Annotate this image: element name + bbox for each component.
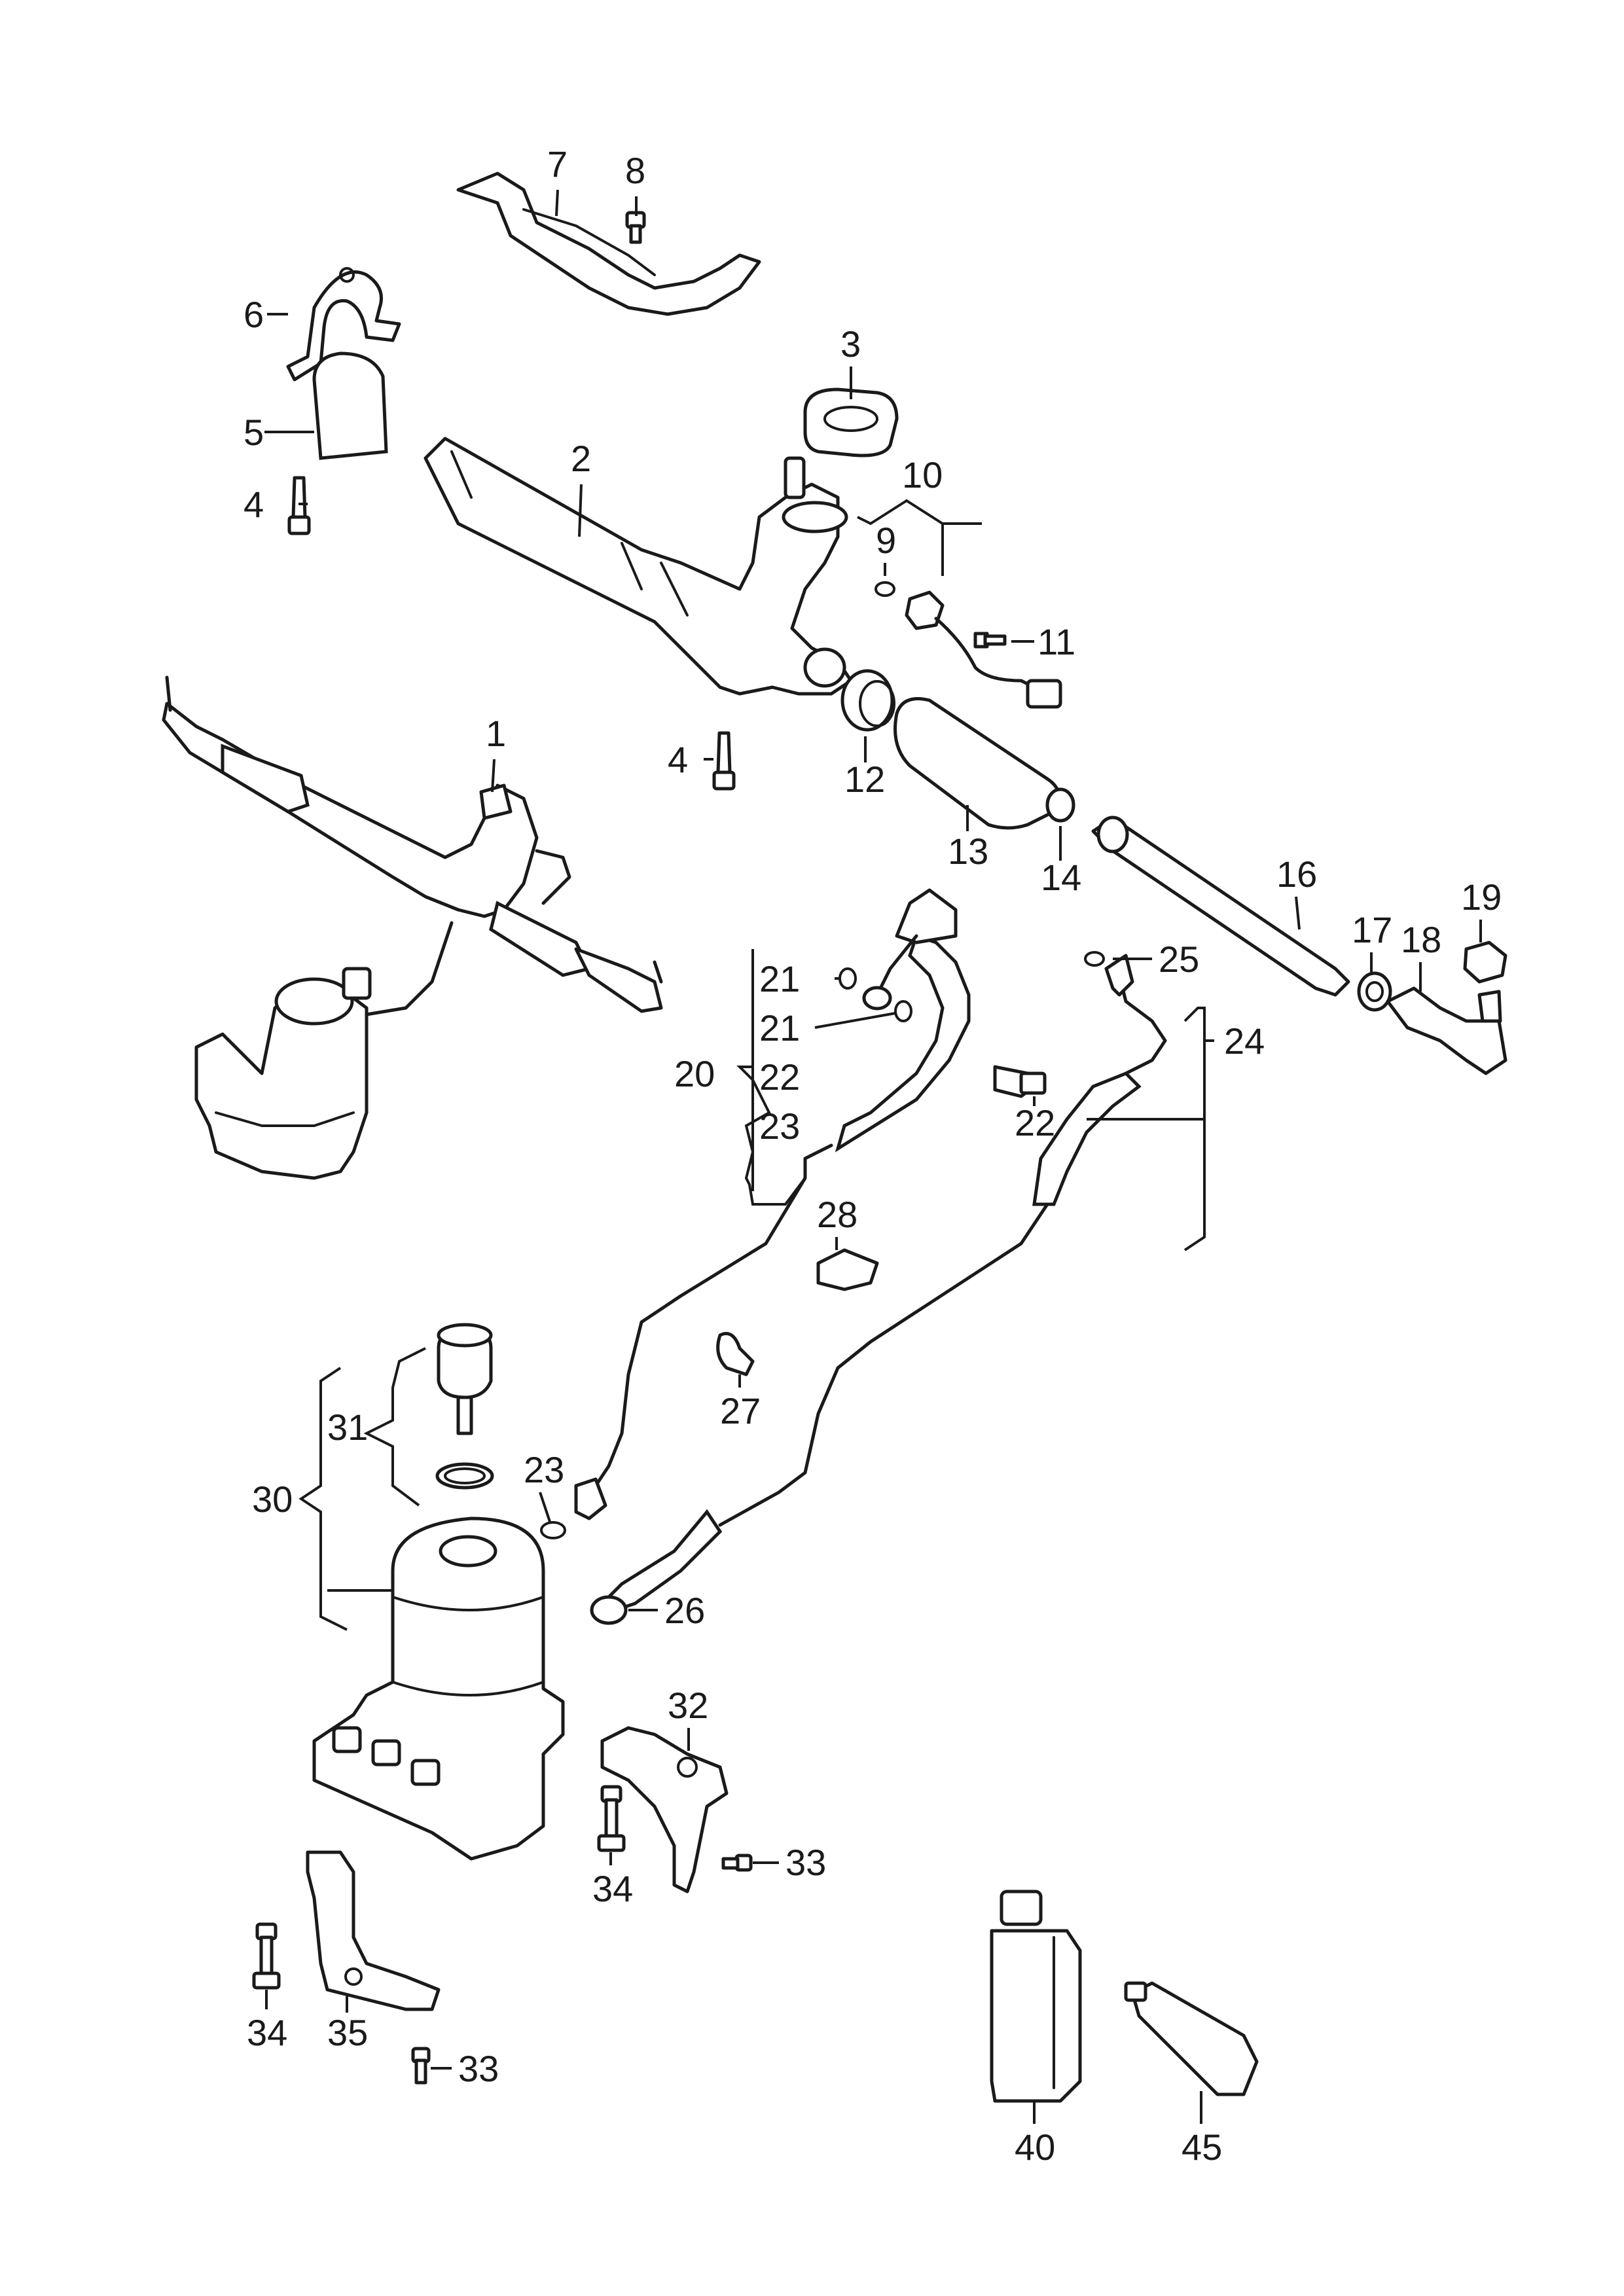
- bracket-32-illustration: [600, 1726, 729, 1893]
- clamp-ring-12-illustration: [840, 669, 895, 732]
- label-4b: 4: [668, 739, 688, 780]
- label-3: 3: [840, 323, 861, 365]
- bolt-4a-illustration: [287, 476, 311, 535]
- label-35: 35: [327, 2012, 368, 2053]
- oring-23-illustration: [540, 1521, 566, 1539]
- label-21b: 21: [759, 1007, 800, 1049]
- tie-rod-end-18-illustration: [1386, 986, 1507, 1075]
- label-33a: 33: [785, 1842, 826, 1883]
- label-8: 8: [625, 150, 645, 191]
- oring-25-illustration: [1084, 951, 1105, 967]
- clamp-14-illustration: [1045, 787, 1075, 823]
- label-24: 24: [1224, 1020, 1265, 1062]
- part-labels: 1 2 3 4 4 5 6 7 8 9 10 11 12 13 14 16 17…: [244, 143, 1502, 2168]
- bolt-8-illustration: [625, 211, 646, 244]
- cushion-3-illustration: [803, 387, 899, 457]
- label-33b: 33: [458, 2048, 499, 2089]
- bolt-34b-illustration: [252, 1922, 281, 1990]
- label-31: 31: [327, 1407, 368, 1448]
- sensor-10-illustration: [875, 581, 1062, 709]
- screw-33b-illustration: [411, 2047, 431, 2085]
- tube-45-illustration: [1124, 1981, 1259, 2096]
- label-19: 19: [1461, 876, 1502, 918]
- screw-11-illustration: [973, 632, 1007, 649]
- steering-rack-2-illustration: [424, 437, 853, 696]
- label-23b: 23: [524, 1449, 564, 1490]
- label-2: 2: [571, 438, 591, 479]
- label-13: 13: [948, 831, 988, 872]
- label-18: 18: [1401, 919, 1441, 960]
- label-32: 32: [668, 1685, 708, 1726]
- steering-gear-assembly-1-illustration: [162, 675, 663, 1023]
- label-34a: 34: [592, 1868, 633, 1909]
- label-1: 1: [486, 713, 506, 754]
- label-25: 25: [1159, 939, 1199, 980]
- pump-reservoir-30-illustration: [312, 1516, 565, 1861]
- bush-5-illustration: [312, 351, 388, 460]
- label-30: 30: [252, 1479, 293, 1520]
- clamp-6-illustration: [286, 267, 401, 382]
- nut-17-illustration: [1357, 971, 1392, 1012]
- label-12: 12: [844, 759, 885, 800]
- hose-20-illustration: [574, 888, 971, 1520]
- bracket-7-illustration: [456, 171, 761, 316]
- screw-33a-illustration: [721, 1854, 753, 1872]
- bellows-13-illustration: [893, 697, 1061, 830]
- cap-31-illustration: [437, 1323, 493, 1435]
- hose-24-illustration: [606, 954, 1167, 1613]
- label-5: 5: [244, 412, 264, 453]
- bottle-40-illustration: [990, 1890, 1082, 2103]
- label-20: 20: [674, 1053, 715, 1094]
- label-23a: 23: [759, 1105, 800, 1147]
- label-9: 9: [876, 520, 896, 561]
- label-7: 7: [547, 143, 568, 185]
- label-17: 17: [1352, 909, 1392, 950]
- banjo-bolt-22-illustration: [993, 1065, 1047, 1098]
- pump-unit-upper-illustration: [194, 967, 372, 1180]
- label-22a: 22: [759, 1056, 800, 1098]
- oring-21a-illustration: [839, 967, 857, 990]
- clip-28-illustration: [816, 1248, 879, 1291]
- bolt-4b-illustration: [712, 731, 736, 791]
- bracket-35-illustration: [306, 1850, 441, 2011]
- tie-rod-16-illustration: [1091, 816, 1350, 997]
- label-28: 28: [817, 1194, 857, 1235]
- label-45: 45: [1182, 2126, 1222, 2168]
- label-22b: 22: [1015, 1102, 1055, 1143]
- clamp-26-illustration: [590, 1595, 628, 1625]
- label-14: 14: [1041, 857, 1081, 898]
- label-34b: 34: [247, 2012, 287, 2053]
- label-21a: 21: [759, 958, 800, 999]
- bolt-34a-illustration: [597, 1785, 626, 1852]
- label-4a: 4: [244, 484, 264, 525]
- nut-19-illustration: [1463, 941, 1507, 984]
- label-40: 40: [1015, 2126, 1055, 2168]
- label-6: 6: [244, 294, 264, 335]
- oring-31-illustration: [435, 1462, 494, 1490]
- label-27: 27: [720, 1390, 761, 1431]
- oring-21b-illustration: [894, 1000, 912, 1022]
- clip-27-illustration: [716, 1332, 755, 1376]
- leader-lines: [264, 189, 1482, 2124]
- label-16: 16: [1276, 853, 1317, 895]
- label-26: 26: [664, 1590, 705, 1631]
- label-11: 11: [1038, 621, 1075, 662]
- label-10: 10: [902, 454, 943, 495]
